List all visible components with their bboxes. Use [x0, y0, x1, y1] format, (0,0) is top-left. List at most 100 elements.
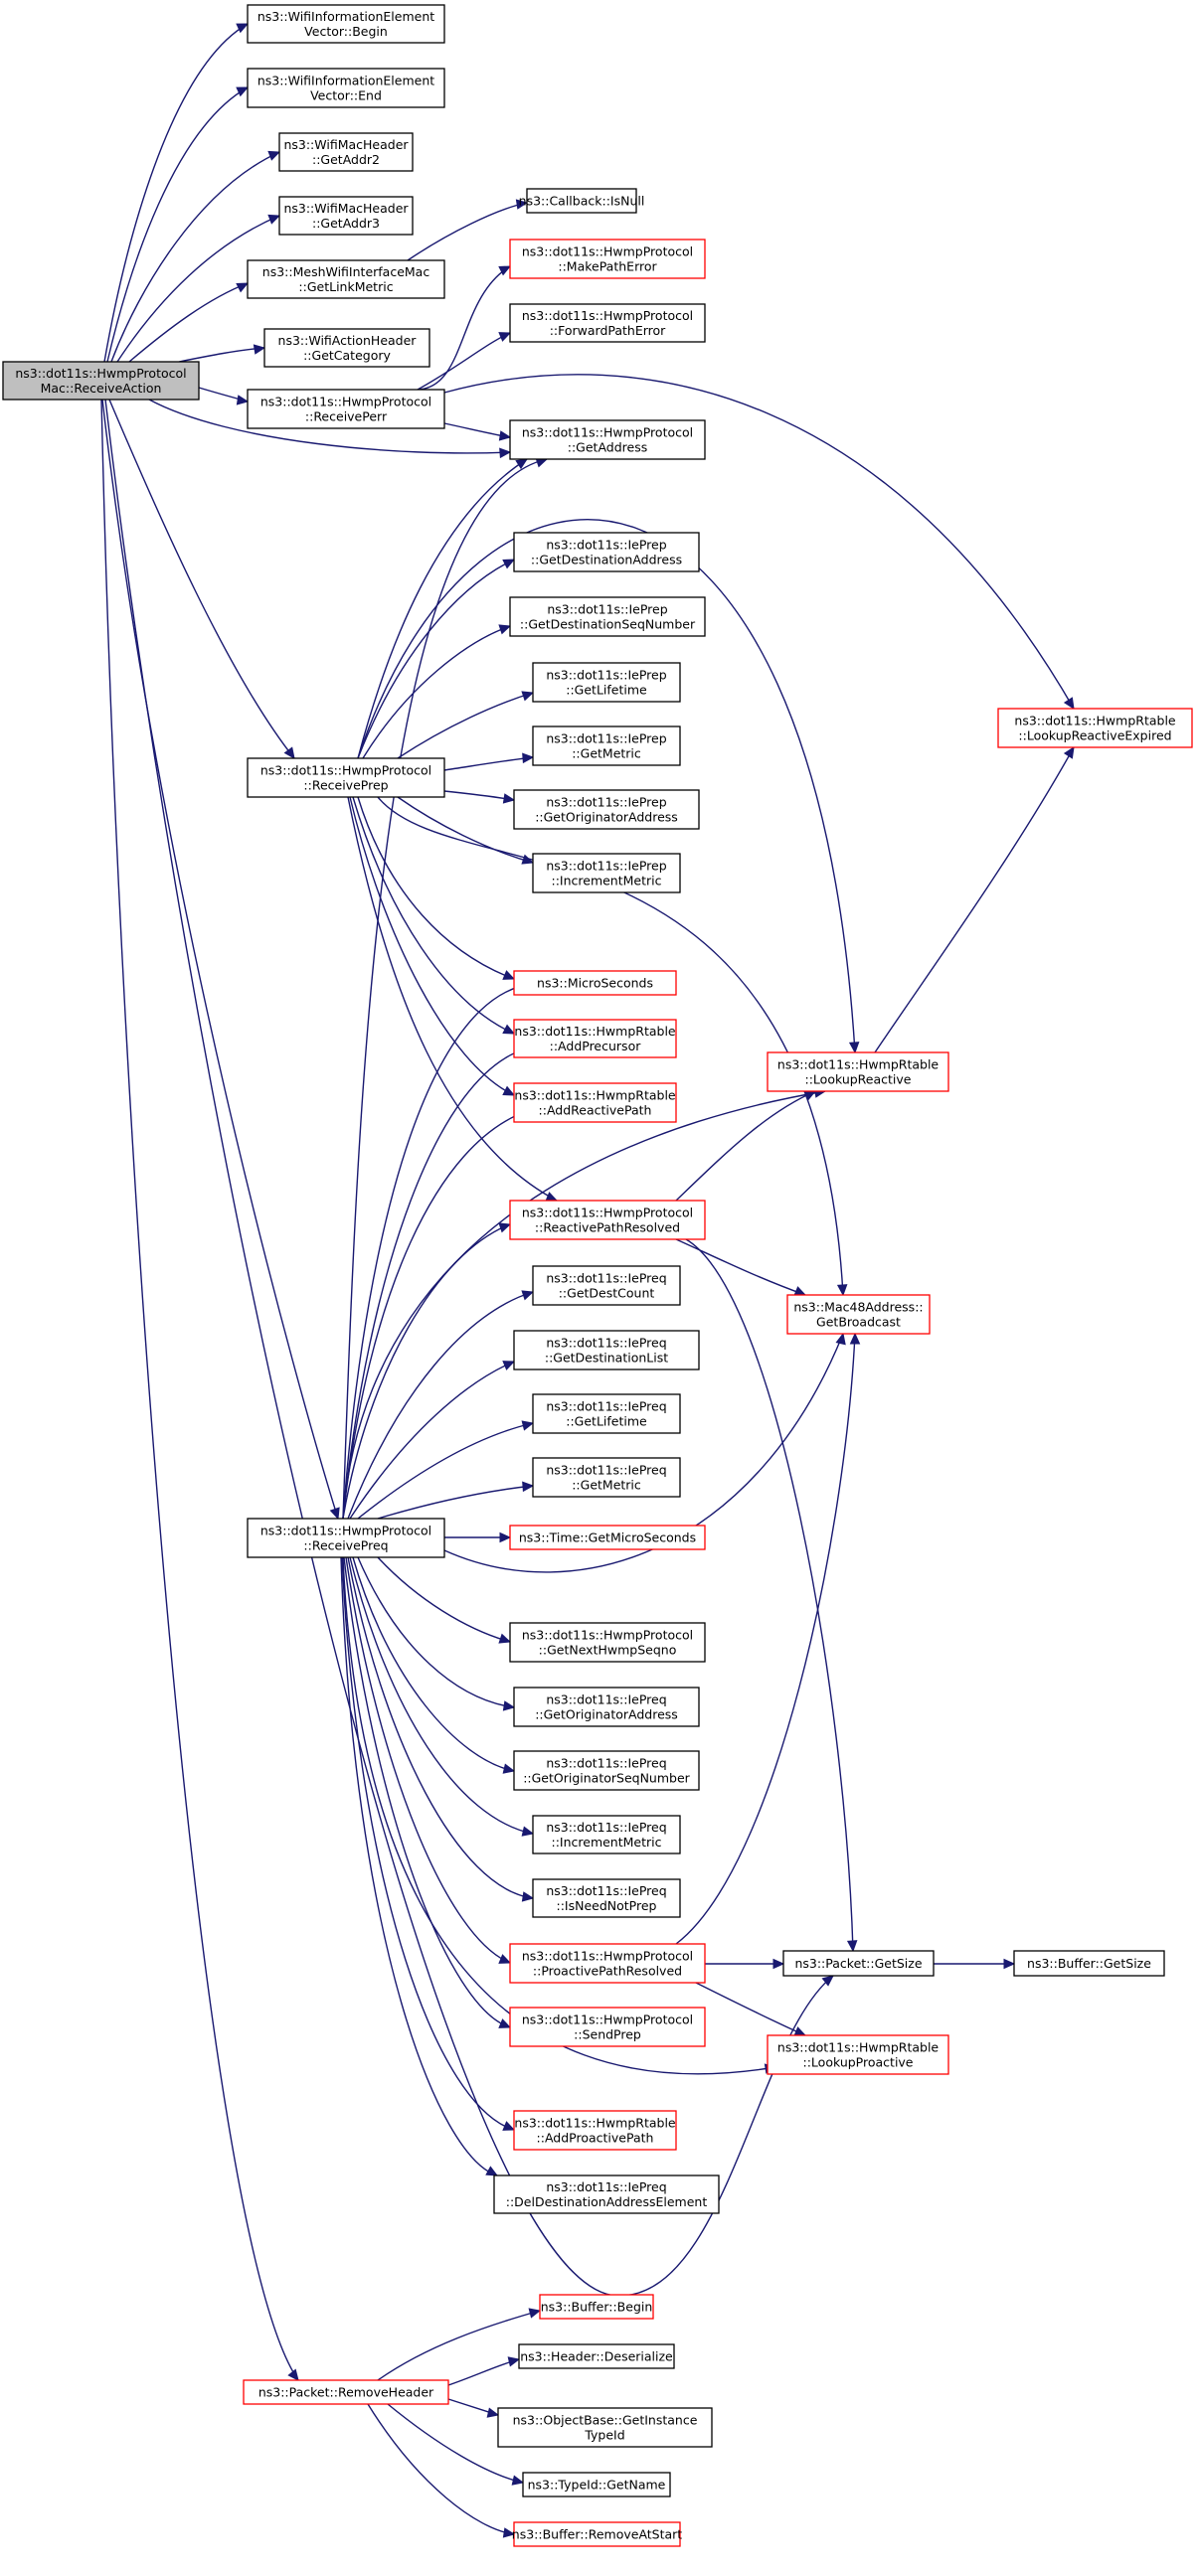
node-box [1013, 1950, 1165, 1977]
arrowhead-icon [521, 1891, 535, 1902]
node-hp_getnexthwmpseqno[interactable]: ns3::dot11s::HwmpProtocol::GetNextHwmpSe… [509, 1622, 706, 1663]
node-label-line: ::SendPrep [574, 2027, 641, 2042]
edge-hp_receivepreq-to-preq_destlist [349, 1361, 516, 1520]
edge-hp_receiveperr-to-hp_makepatherror [417, 265, 512, 391]
edge-line [340, 1556, 498, 2176]
node-preq_metric[interactable]: ns3::dot11s::IePreq::GetMetric [532, 1457, 681, 1498]
node-label-line: ::GetOriginatorAddress [535, 810, 678, 825]
node-box [782, 1950, 935, 1977]
node-hr_addreactivepath[interactable]: ns3::dot11s::HwmpRtable::AddReactivePath [513, 1082, 677, 1123]
node-hp_proactivepathresolved[interactable]: ns3::dot11s::HwmpProtocol::ProactivePath… [509, 1943, 706, 1984]
edge-root-to-wiev_end [106, 86, 250, 363]
node-microseconds[interactable]: ns3::MicroSeconds [513, 970, 677, 996]
node-prep_metric[interactable]: ns3::dot11s::IePrep::GetMetric [532, 725, 681, 766]
node-prep_incmetric[interactable]: ns3::dot11s::IePrep::IncrementMetric [532, 853, 681, 893]
node-preq_destcount[interactable]: ns3::dot11s::IePreq::GetDestCount [532, 1265, 681, 1306]
node-label-line: ns3::dot11s::HwmpProtocol [522, 425, 693, 440]
edge-hp_receivepreq-to-hp_reactivepathresolved [342, 1222, 512, 1520]
node-root[interactable]: ns3::dot11s::HwmpProtocolMac::ReceiveAct… [2, 361, 200, 401]
edge-line [367, 2403, 515, 2535]
edge-line [101, 399, 339, 1520]
node-mac48_getbroadcast[interactable]: ns3::Mac48Address::GetBroadcast [786, 1294, 931, 1335]
node-hp_getaddress[interactable]: ns3::dot11s::HwmpProtocol::GetAddress [509, 419, 706, 460]
edge-root-to-wiev_begin [103, 23, 250, 363]
arrowhead-icon [793, 2026, 807, 2036]
edge-hp_receivepreq-to-hr_addproactivepath [341, 1556, 516, 2131]
node-hr_lookupproactive[interactable]: ns3::dot11s::HwmpRtable::LookupProactive [767, 2034, 949, 2075]
arrowhead-icon [236, 395, 250, 405]
node-typeid_getname[interactable]: ns3::TypeId::GetName [522, 2472, 671, 2497]
node-hp_makepatherror[interactable]: ns3::dot11s::HwmpProtocol::MakePathError [509, 239, 706, 279]
node-label-line: ns3::WifiInformationElement [257, 74, 434, 88]
edge-hp_receivepreq-to-hp_sendprep [343, 1556, 512, 2028]
node-label-line: ns3::dot11s::HwmpRtable [514, 1024, 676, 1039]
arrowhead-icon [486, 2407, 500, 2418]
node-label-line: ::GetMetric [572, 1478, 641, 1493]
node-preq_isneednotprep[interactable]: ns3::dot11s::IePreq::IsNeedNotPrep [532, 1878, 681, 1918]
node-hr_addproactivepath[interactable]: ns3::dot11s::HwmpRtable::AddProactivePat… [513, 2110, 677, 2151]
node-wmh_addr3[interactable]: ns3::WifiMacHeader::GetAddr3 [278, 196, 414, 236]
edge-line [342, 983, 534, 1520]
node-mwim_linkmetric[interactable]: ns3::MeshWifiInterfaceMac::GetLinkMetric [247, 259, 445, 299]
node-box [532, 662, 681, 703]
node-preq_origaddr[interactable]: ns3::dot11s::IePreq::GetOriginatorAddres… [513, 1687, 700, 1727]
node-preq_origseq[interactable]: ns3::dot11s::IePreq::GetOriginatorSeqNum… [513, 1750, 700, 1791]
node-preq_deldestaddrelem[interactable]: ns3::dot11s::IePreq::DelDestinationAddre… [493, 2174, 720, 2214]
node-hp_reactivepathresolved[interactable]: ns3::dot11s::HwmpProtocol::ReactivePathR… [509, 1200, 706, 1240]
edge-hp_receivepreq-to-preq_lifetime [357, 1420, 535, 1520]
node-preq_incmetric[interactable]: ns3::dot11s::IePreq::IncrementMetric [532, 1815, 681, 1854]
node-label-line: ::IncrementMetric [551, 874, 661, 888]
arrowhead-icon [498, 430, 512, 441]
node-prep_origaddr[interactable]: ns3::dot11s::IePrep::GetOriginatorAddres… [513, 789, 700, 830]
node-hr_lookupreactive[interactable]: ns3::dot11s::HwmpRtable::LookupReactive [767, 1051, 949, 1092]
node-preq_destlist[interactable]: ns3::dot11s::IePreq::GetDestinationList [513, 1330, 700, 1370]
node-label-line: ns3::dot11s::IePreq [546, 1692, 666, 1707]
node-time_getmicroseconds[interactable]: ns3::Time::GetMicroSeconds [509, 1525, 706, 1550]
node-label-line: ns3::dot11s::IePreq [546, 1463, 666, 1478]
edge-line [352, 796, 515, 1035]
node-prep_destseq[interactable]: ns3::dot11s::IePrep::GetDestinationSeqNu… [509, 596, 706, 637]
edge-line [675, 1090, 816, 1202]
node-hp_receiveperr[interactable]: ns3::dot11s::HwmpProtocol::ReceivePerr [247, 389, 445, 429]
node-hp_forwardpatherror[interactable]: ns3::dot11s::HwmpProtocol::ForwardPathEr… [509, 303, 706, 343]
node-cb_isnull[interactable]: ns3::Callback::IsNull [519, 188, 645, 214]
node-hp_receivepreq[interactable]: ns3::dot11s::HwmpProtocol::ReceivePreq [247, 1518, 445, 1558]
node-label-line: ns3::WifiMacHeader [283, 137, 409, 152]
edge-line [377, 2310, 541, 2381]
node-buffer_removeatstart[interactable]: ns3::Buffer::RemoveAtStart [512, 2521, 683, 2547]
node-hr_lookupreactiveexpired[interactable]: ns3::dot11s::HwmpRtable::LookupReactiveE… [997, 708, 1193, 748]
edge-hp_receiveperr-to-hp_forwardpatherror [417, 332, 512, 391]
edge-line [178, 347, 265, 363]
node-prep_destaddr[interactable]: ns3::dot11s::IePrep::GetDestinationAddre… [513, 532, 700, 572]
node-label-line: ns3::WifiMacHeader [283, 201, 409, 216]
node-prep_lifetime[interactable]: ns3::dot11s::IePrep::GetLifetime [532, 662, 681, 703]
edge-line [357, 796, 515, 980]
node-box [278, 132, 414, 172]
node-hr_addprecursor[interactable]: ns3::dot11s::HwmpRtable::AddPrecursor [513, 1019, 677, 1058]
edge-line [387, 2403, 524, 2484]
node-hp_receiveprep[interactable]: ns3::dot11s::HwmpProtocol::ReceivePrep [247, 757, 445, 798]
edge-line [675, 1333, 856, 1945]
edge-hp_receivepreq-to-preq_origaddr [357, 1556, 516, 1711]
node-preq_lifetime[interactable]: ns3::dot11s::IePreq::GetLifetime [532, 1393, 681, 1434]
node-label-line: ns3::dot11s::IePrep [547, 602, 667, 617]
arrowhead-icon [498, 332, 512, 342]
arrowhead-icon [502, 1361, 516, 1370]
edge-hp_receiveprep-to-mac48_getbroadcast [377, 796, 848, 1297]
node-hp_sendprep[interactable]: ns3::dot11s::HwmpProtocol::SendPrep [509, 2007, 706, 2047]
node-box [532, 1878, 681, 1918]
node-packet_removeheader[interactable]: ns3::Packet::RemoveHeader [243, 2379, 449, 2405]
node-packet_getsize[interactable]: ns3::Packet::GetSize [782, 1950, 935, 1977]
edge-hp_receiveprep-to-prep_origaddr [443, 790, 516, 804]
edge-line [345, 1556, 511, 1964]
node-header_deserialize[interactable]: ns3::Header::Deserialize [518, 2343, 675, 2369]
node-buffer_begin[interactable]: ns3::Buffer::Begin [539, 2294, 654, 2320]
node-box [243, 2379, 449, 2405]
node-wah_category[interactable]: ns3::WifiActionHeader::GetCategory [263, 328, 430, 368]
node-buffer_getsize[interactable]: ns3::Buffer::GetSize [1013, 1950, 1165, 1977]
node-box [997, 708, 1193, 748]
node-wmh_addr2[interactable]: ns3::WifiMacHeader::GetAddr2 [278, 132, 414, 172]
